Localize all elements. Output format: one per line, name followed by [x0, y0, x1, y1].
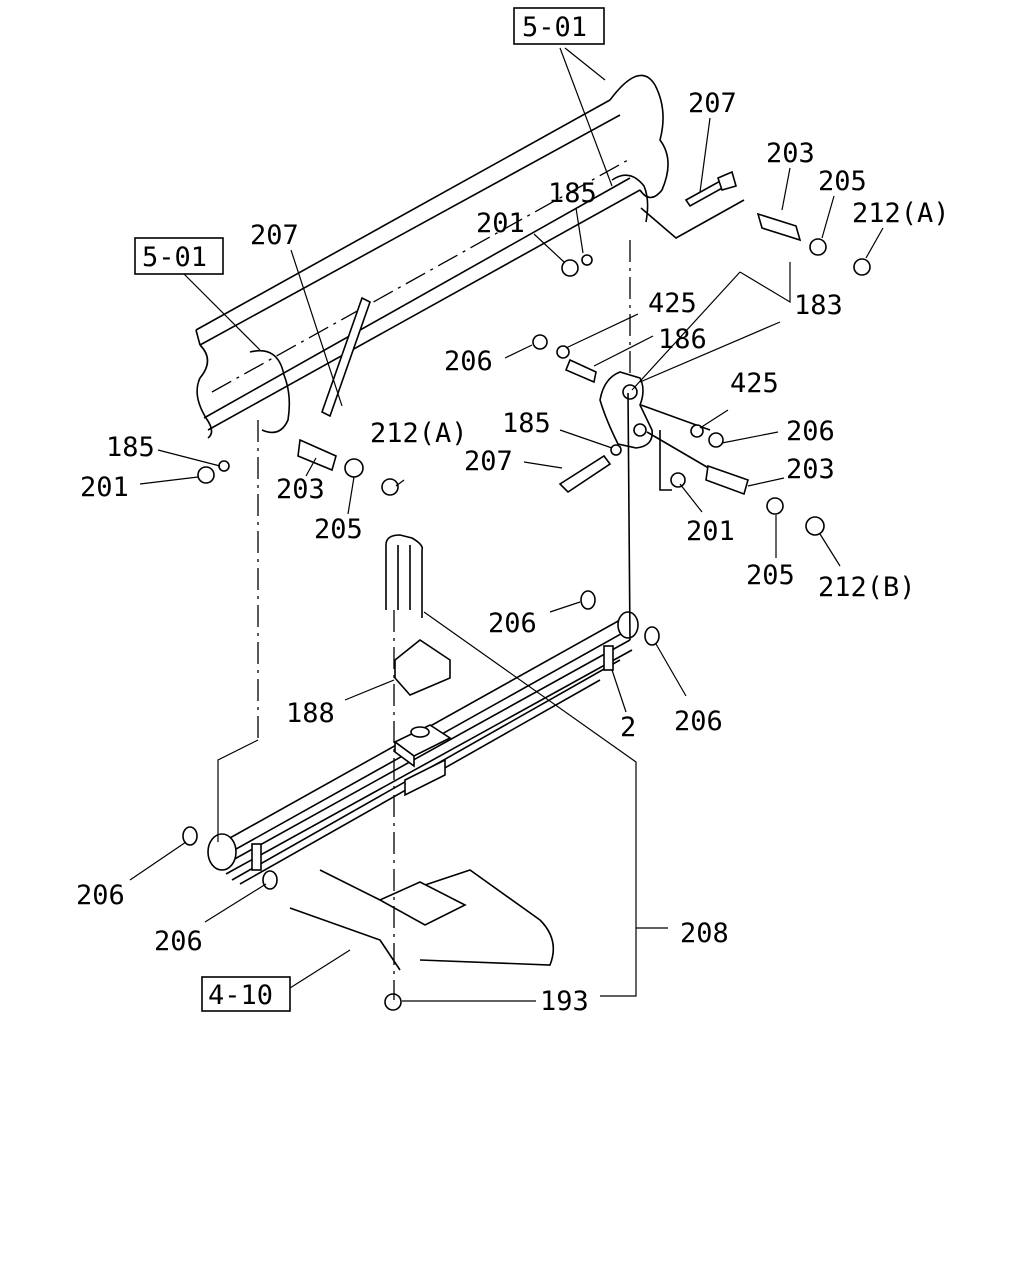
reference-box-410: 4-10	[201, 976, 291, 1012]
callout-205-right: 205	[746, 560, 795, 591]
callout-183: 183	[794, 290, 843, 321]
callout-205-top: 205	[818, 166, 867, 197]
callout-201-left: 201	[80, 472, 129, 503]
shackle-assembly	[599, 199, 745, 641]
callout-labels: 207 203 205 212(A) 185 201 207 425 183 2…	[76, 88, 950, 1017]
callout-185-left: 185	[106, 432, 155, 463]
callout-206-mid: 206	[444, 346, 493, 377]
reference-box-501-left: 5-01	[134, 237, 224, 275]
callout-207-top: 207	[688, 88, 737, 119]
reference-label: 5-01	[142, 242, 207, 273]
callout-206-spring: 206	[488, 608, 537, 639]
reference-label: 4-10	[208, 980, 273, 1011]
callout-203-top: 203	[766, 138, 815, 169]
callout-201-top: 201	[476, 208, 525, 239]
callout-208: 208	[680, 918, 729, 949]
callout-203-left: 203	[276, 474, 325, 505]
callout-203-right: 203	[786, 454, 835, 485]
leaf-spring	[207, 611, 639, 885]
callout-212b: 212(B)	[818, 572, 916, 603]
callout-207-mid: 207	[464, 446, 513, 477]
callout-205-left: 205	[314, 514, 363, 545]
callout-185-top: 185	[548, 178, 597, 209]
callout-425-right: 425	[730, 368, 779, 399]
callout-186: 186	[658, 324, 707, 355]
callout-2: 2	[620, 712, 636, 743]
callout-212a-left: 212(A)	[370, 418, 468, 449]
callout-206-spring-right: 206	[674, 706, 723, 737]
callout-212a-top: 212(A)	[852, 198, 950, 229]
callout-201-right: 201	[686, 516, 735, 547]
frame-rail	[195, 74, 669, 439]
reference-box-501-top: 5-01	[513, 7, 605, 45]
callout-206-right: 206	[786, 416, 835, 447]
reference-label: 5-01	[522, 12, 587, 43]
callout-206-low-left: 206	[76, 880, 125, 911]
callout-207-left: 207	[250, 220, 299, 251]
hardware-parts	[182, 170, 871, 1011]
callout-206-low: 206	[154, 926, 203, 957]
callout-188: 188	[286, 698, 335, 729]
callout-425-top: 425	[648, 288, 697, 319]
callout-193: 193	[540, 986, 589, 1017]
callout-185-mid: 185	[502, 408, 551, 439]
leader-lines	[129, 47, 884, 1002]
